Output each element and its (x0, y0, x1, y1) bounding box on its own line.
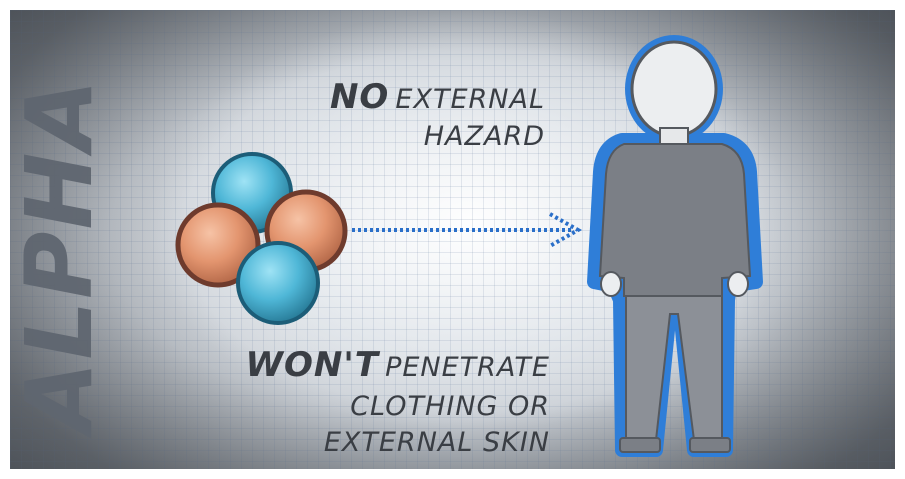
person-neck (660, 128, 688, 144)
neutron-bottom (238, 243, 318, 323)
person-right-hand (728, 272, 748, 296)
alpha-particle-icon (178, 154, 345, 323)
person-left-shoe (620, 438, 660, 452)
person-right-shoe (690, 438, 730, 452)
arrow-icon (352, 214, 578, 246)
person-head (632, 42, 716, 136)
person-icon (594, 42, 756, 452)
person-left-hand (601, 272, 621, 296)
person-torso (600, 144, 750, 296)
diagram-panel: ALPHA NO EXTERNAL HAZARD WON'T PENETRATE… (10, 10, 895, 469)
illustration (10, 10, 895, 469)
